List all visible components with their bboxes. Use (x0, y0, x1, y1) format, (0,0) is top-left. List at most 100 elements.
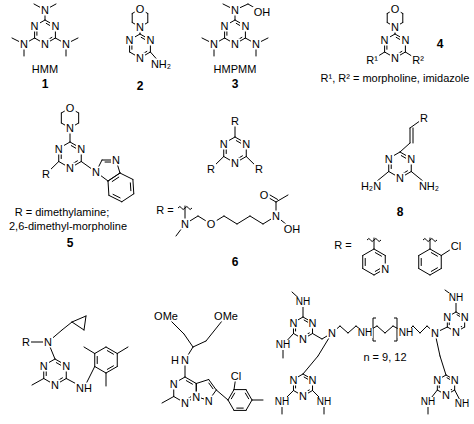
atom-label: N (230, 39, 240, 50)
atom-label: N (39, 360, 49, 371)
bond-line (377, 326, 385, 333)
bond-line (97, 356, 98, 363)
atom-label: NH₂ (150, 59, 172, 70)
compound-number: 1 (41, 78, 50, 90)
bond-line (234, 410, 246, 411)
atom-label: N (380, 263, 390, 274)
atom-label: N (50, 21, 60, 32)
atom-label: N (91, 167, 101, 178)
atom-label: N (111, 155, 121, 166)
bond-line (107, 366, 113, 370)
compound-number: 3 (231, 78, 240, 90)
bond-line (184, 334, 193, 347)
atom-label: N (430, 328, 440, 339)
atom-label: R (206, 164, 216, 175)
bond-line (185, 377, 196, 384)
bond-line (193, 341, 206, 347)
atom-label: N (441, 390, 451, 401)
atom-label: N (125, 35, 135, 46)
bond-mark (423, 239, 437, 242)
bond-line (431, 268, 437, 272)
atom-label: OMe (213, 311, 239, 322)
atom-label: N (169, 378, 179, 389)
atom-label: NH (454, 399, 470, 409)
atom-label: N (61, 360, 71, 371)
bond-line (209, 383, 213, 389)
bond-line (209, 380, 217, 391)
compound-number: 4 (436, 38, 445, 50)
bond-line (276, 195, 288, 202)
bond-line (224, 216, 237, 224)
atom-label: O (390, 4, 401, 15)
atom-label: N (289, 374, 299, 385)
substituent-note: R¹, R² = morpholine, imidazole (320, 73, 471, 84)
bond-line (387, 14, 388, 23)
atom-label: N (240, 21, 250, 32)
atom-label: N (76, 143, 86, 154)
bond-line (106, 367, 117, 374)
compound-name: HMPMM (213, 64, 258, 75)
bond-line (72, 322, 84, 330)
atom-label: NH (448, 293, 464, 303)
bond-line (234, 389, 246, 390)
compound-number: 5 (66, 237, 75, 249)
atom-label: N (191, 391, 201, 402)
atom-label: R (41, 169, 51, 180)
bond-line (94, 354, 95, 367)
bond-line (216, 390, 228, 400)
bond-line (84, 347, 95, 354)
bond-line (246, 400, 252, 410)
bond-line (122, 194, 134, 202)
bond-line (32, 379, 44, 386)
bond-line (362, 256, 363, 269)
bond-mark (178, 207, 192, 210)
bond-line (186, 381, 192, 385)
bond-line (117, 354, 118, 367)
atom-label: Cl (230, 371, 242, 382)
atom-label: O (135, 4, 146, 15)
atom-label: N (451, 327, 461, 338)
bond-line (413, 128, 414, 143)
atom-label: N (384, 153, 394, 164)
atom-label: N (308, 317, 318, 328)
atom-label: O (259, 190, 270, 201)
bond-line (78, 113, 79, 123)
bond-line (363, 269, 374, 276)
bond-line (440, 356, 446, 375)
atom-label: H₂N (360, 181, 382, 192)
bond-line (120, 173, 133, 179)
substituent-note: n = 9, 12 (362, 352, 407, 363)
atom-label: N (298, 334, 308, 345)
bond-line (348, 326, 356, 333)
bond-line (84, 316, 86, 330)
bond-line (112, 177, 119, 181)
atom-label: N (54, 143, 64, 154)
atom-label: R = (155, 205, 174, 216)
bond-mark (373, 318, 376, 341)
bond-line (162, 397, 174, 404)
atom-label: R¹ (365, 55, 379, 66)
atom-label: N (43, 337, 53, 348)
bond-line (410, 128, 411, 143)
bond-line (431, 253, 437, 257)
atom-label: O (65, 103, 76, 114)
atom-label: N (432, 375, 442, 386)
atom-label: R (230, 116, 240, 127)
bond-line (130, 183, 131, 191)
bond-line (106, 347, 117, 354)
atom-label: OH (283, 224, 302, 235)
bond-line (421, 258, 422, 265)
atom-label: N (380, 35, 390, 46)
bond-line (106, 373, 107, 386)
bond-line (117, 347, 128, 354)
compound-name: HMM (31, 64, 59, 75)
compound-number: 8 (396, 206, 405, 218)
atom-label: N (40, 5, 50, 16)
atom-label: N (65, 163, 75, 174)
bond-line (363, 249, 374, 256)
bond-line (252, 400, 263, 401)
bond-line (340, 326, 348, 333)
atom-label: NH (316, 397, 332, 407)
bond-line (109, 195, 122, 201)
